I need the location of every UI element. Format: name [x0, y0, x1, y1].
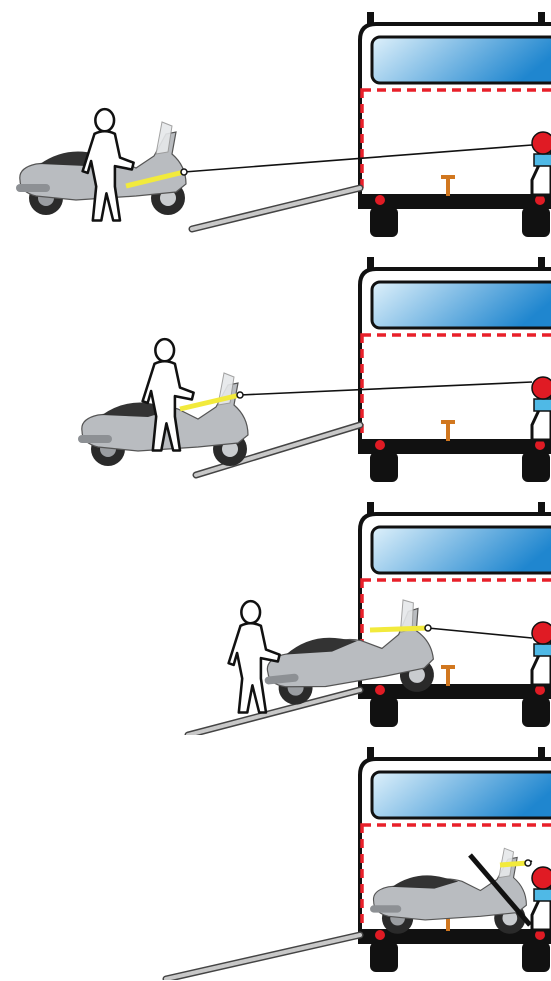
winch [532, 867, 551, 930]
step-3-panel [0, 490, 551, 735]
tail-light-left [375, 685, 385, 695]
wheel-chock-post [446, 423, 450, 441]
wheel-right [522, 942, 550, 972]
van-rear [360, 257, 551, 482]
loading-ramp [192, 188, 360, 229]
rear-window [372, 772, 551, 818]
person-head [241, 601, 260, 623]
wheel-right [522, 697, 550, 727]
wheel-left [370, 942, 398, 972]
exhaust [78, 435, 112, 443]
winch-drum [532, 622, 551, 644]
van-rear [360, 502, 551, 727]
loading-ramp [188, 690, 360, 735]
wheel-left [370, 207, 398, 237]
wheel-left [370, 452, 398, 482]
wheel-right [522, 207, 550, 237]
winch-base [534, 154, 551, 166]
rope-hook [181, 169, 187, 175]
wheel-right [522, 452, 550, 482]
van-rear [360, 747, 551, 972]
winch-base [534, 399, 551, 411]
winch-drum [532, 867, 551, 889]
step-1-panel [0, 0, 551, 245]
winch [532, 622, 551, 685]
wheel-chock-post [446, 668, 450, 686]
step-1-illustration [0, 0, 551, 245]
step-3-illustration [0, 490, 551, 735]
step-4-illustration [0, 735, 551, 980]
person-head [95, 109, 114, 131]
wheel-chock-post [446, 178, 450, 196]
van-rear [360, 12, 551, 237]
rear-bumper [360, 439, 551, 453]
exhaust [370, 905, 401, 912]
winch-drum [532, 377, 551, 399]
winch [532, 132, 551, 195]
rear-bumper [360, 684, 551, 698]
person-figure [83, 109, 134, 220]
rear-window [372, 37, 551, 83]
rear-window [372, 527, 551, 573]
loading-ramp [166, 935, 360, 979]
exhaust [16, 184, 50, 192]
tail-light-left [375, 440, 385, 450]
winch-base [534, 889, 551, 901]
tie-down-strap [370, 628, 428, 630]
wheel-left [370, 697, 398, 727]
person-figure [229, 601, 280, 712]
tail-light-left [375, 930, 385, 940]
rear-bumper [360, 194, 551, 208]
step-4-panel [0, 735, 551, 980]
rear-bumper [360, 929, 551, 943]
person-head [155, 339, 174, 361]
step-2-illustration [0, 245, 551, 490]
winch-base [534, 644, 551, 656]
rope-hook [525, 860, 531, 866]
tie-down-strap [500, 863, 528, 865]
winch [532, 377, 551, 440]
rear-window [372, 282, 551, 328]
rope-hook [237, 392, 243, 398]
step-2-panel [0, 245, 551, 490]
rope-hook [425, 625, 431, 631]
tail-light-left [375, 195, 385, 205]
winch-drum [532, 132, 551, 154]
